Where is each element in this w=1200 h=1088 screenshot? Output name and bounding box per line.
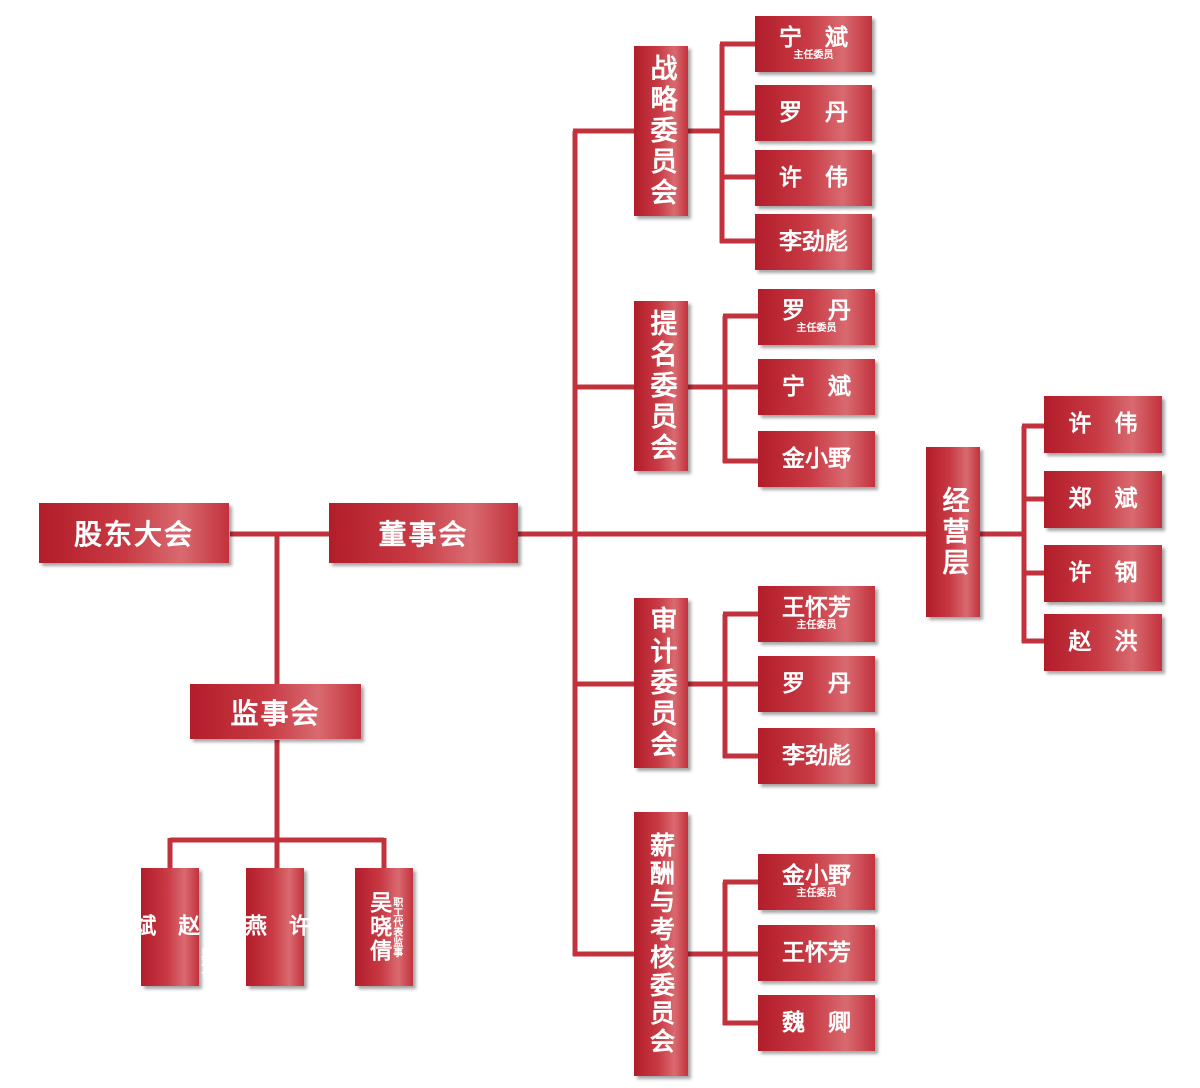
committee-member-box: 金小野 [758, 431, 875, 487]
member-name: 罗 丹 [779, 99, 848, 126]
management-member-box: 赵 洪 [1044, 614, 1162, 671]
member-name: 李劲彪 [779, 228, 848, 255]
member-role: 主任委员 [793, 50, 834, 62]
committee-member-box: 罗 丹 [755, 85, 872, 141]
member-name: 罗 丹 [782, 670, 851, 697]
management-box: 经营层 [926, 447, 980, 617]
committee-member-box: 许 伟 [755, 150, 872, 206]
committee-member-box: 金小野 主任委员 [758, 854, 875, 910]
management-member-box: 郑 斌 [1044, 471, 1162, 528]
member-name: 王怀芳 [782, 939, 851, 966]
supervisor-box: 许 燕 [241, 868, 310, 986]
committee-member-box: 王怀芳 主任委员 [758, 586, 875, 642]
member-name: 许 伟 [779, 164, 848, 191]
supervisor-chair-box: 赵 斌 监事长 [130, 868, 210, 986]
supervisor-name: 赵 斌 [130, 914, 200, 940]
strategy-committee-box: 战略委员会 [634, 46, 688, 216]
compensation-committee-box: 薪酬与考核委员会 [634, 812, 688, 1076]
member-role: 主任委员 [796, 620, 837, 632]
member-name: 魏 卿 [782, 1009, 851, 1036]
committee-member-box: 罗 丹 主任委员 [758, 289, 875, 345]
member-name: 郑 斌 [1068, 486, 1138, 513]
nomination-committee-box: 提名委员会 [634, 301, 688, 471]
member-role: 主任委员 [796, 888, 837, 900]
management-member-box: 许 钢 [1044, 545, 1162, 602]
member-name: 王怀芳 [782, 595, 851, 622]
supervisor-note: 职工代表监事 [390, 897, 402, 957]
member-name: 罗 丹 [782, 298, 851, 325]
supervisor-name: 许 燕 [241, 914, 310, 940]
member-name: 金小野 [782, 445, 851, 472]
member-name: 金小野 [782, 863, 851, 890]
employee-supervisor-box: 吴晓倩 职工代表监事 [355, 868, 413, 986]
committee-member-box: 魏 卿 [758, 995, 875, 1051]
member-name: 赵 洪 [1068, 629, 1138, 656]
member-name: 许 伟 [1068, 411, 1138, 438]
audit-committee-box: 审计委员会 [634, 598, 688, 768]
committee-member-box: 宁 斌 主任委员 [755, 16, 872, 72]
management-member-box: 许 伟 [1044, 396, 1162, 453]
committee-member-box: 李劲彪 [758, 728, 875, 784]
supervisor-name: 吴晓倩 [366, 891, 392, 963]
member-role: 主任委员 [796, 323, 837, 335]
member-name: 宁 斌 [782, 373, 851, 400]
committee-member-box: 王怀芳 [758, 925, 875, 981]
member-name: 宁 斌 [779, 25, 848, 52]
committee-member-box: 李劲彪 [755, 214, 872, 270]
shareholders-meeting-box: 股东大会 [39, 503, 229, 563]
member-name: 许 钢 [1068, 560, 1138, 587]
board-of-directors-box: 董事会 [329, 503, 518, 563]
supervisory-board-box: 监事会 [190, 684, 361, 739]
member-name: 李劲彪 [782, 742, 851, 769]
committee-member-box: 宁 斌 [758, 359, 875, 415]
committee-member-box: 罗 丹 [758, 656, 875, 712]
supervisor-note: 监事长 [198, 948, 210, 978]
